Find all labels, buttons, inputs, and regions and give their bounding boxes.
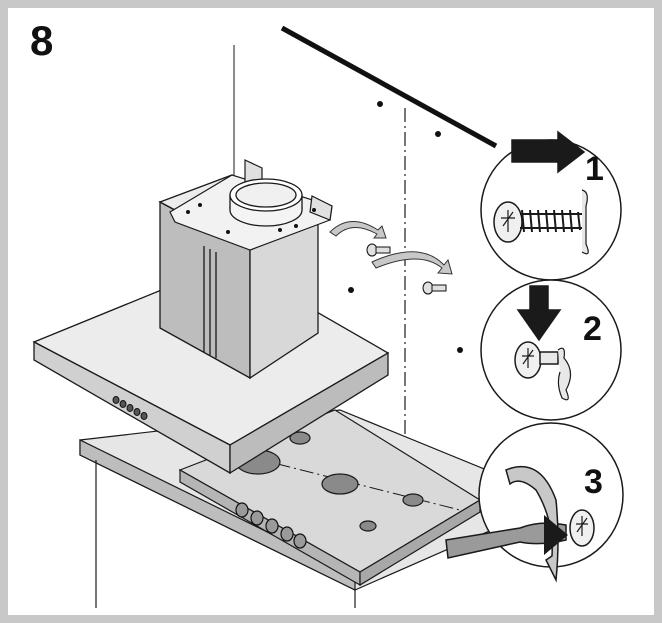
hood-control-buttons — [112, 396, 148, 420]
screwdriver-icon — [445, 522, 567, 559]
hob-knobs — [235, 502, 307, 549]
step-number: 8 — [30, 17, 54, 64]
ceiling-line — [280, 25, 498, 149]
rotate-arrow-icon — [505, 465, 559, 583]
callout-3-number: 3 — [584, 463, 603, 501]
burner-center — [321, 473, 359, 495]
arrow-down-icon — [516, 285, 562, 342]
burner-right — [402, 493, 424, 507]
burner-small — [359, 520, 377, 532]
callout-1-number: 1 — [585, 150, 604, 188]
small-screws — [366, 243, 447, 295]
callout-2 — [480, 279, 622, 421]
arrow-right-icon — [511, 130, 586, 174]
duct-collar — [229, 178, 303, 227]
bracket-holes — [186, 203, 316, 234]
callout-3 — [445, 422, 624, 583]
wall-holes — [348, 101, 463, 353]
screw-insert-arrows — [329, 221, 453, 275]
callout-2-number: 2 — [583, 310, 602, 348]
callout-1 — [480, 130, 622, 281]
burner-medium — [289, 431, 311, 445]
